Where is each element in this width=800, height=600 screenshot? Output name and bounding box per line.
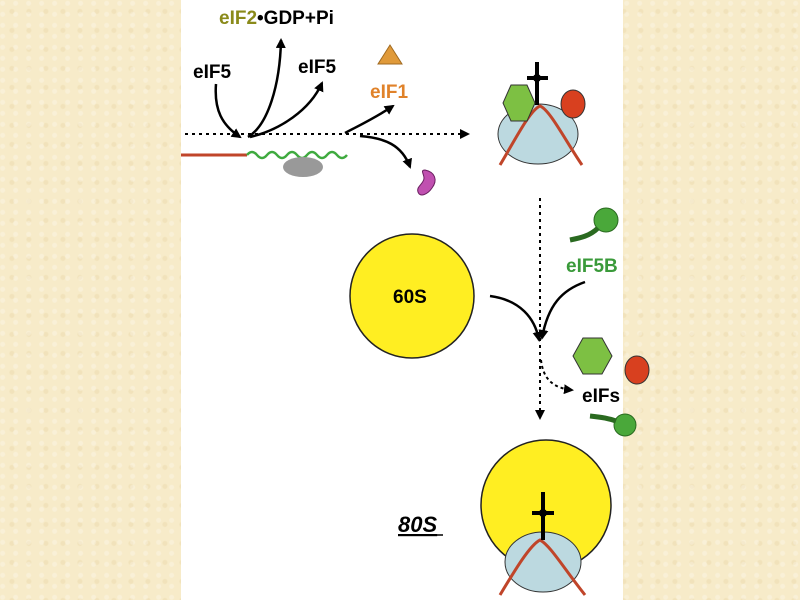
sixty-s-label: 60S	[393, 287, 427, 308]
hexagon-eif2-icon	[502, 84, 536, 122]
preinitiation-complex-top	[497, 62, 586, 166]
eif5b-join-arrow	[538, 280, 586, 340]
green-eif5b-icon	[569, 207, 619, 243]
eighty-s-label: 80S	[398, 512, 437, 537]
eif5-in-arrow	[214, 83, 242, 139]
eifs-release-arrow	[540, 359, 574, 395]
eif5-label-left: eIF5	[193, 62, 231, 83]
sixty-s-subunit	[349, 233, 475, 359]
triangle-eif1-icon	[377, 44, 403, 65]
eif1-out-arrow	[344, 104, 395, 135]
initiator-trna-80s-icon	[532, 492, 554, 540]
svg-text:eIF2•GDP+Pi: eIF2•GDP+Pi	[219, 8, 334, 29]
eif2-out-arrow	[247, 38, 286, 139]
eif1-label: eIF1	[370, 82, 408, 103]
red-oval-icon	[560, 89, 586, 119]
small-subunit-grey	[283, 157, 323, 177]
released-hexagon-icon	[572, 337, 613, 375]
eif5-label-right: eIF5	[298, 57, 336, 78]
eif2-label: eIF2	[219, 8, 257, 29]
eif1a-out-arrow	[359, 134, 412, 169]
eifs-label: eIFs	[582, 386, 620, 407]
sixty-s-join-arrow	[489, 294, 543, 342]
released-red-oval-icon	[624, 355, 650, 385]
eighty-s-ribosome	[480, 439, 612, 596]
gdp-pi-label: •GDP+Pi	[257, 8, 334, 29]
initiator-trna-icon	[527, 62, 548, 105]
purple-eif1a-icon	[417, 169, 436, 196]
eif5-out-arrow	[249, 81, 324, 139]
released-eif5b-icon	[589, 413, 637, 437]
mrna-green-wave	[246, 150, 348, 160]
eif5b-label: eIF5B	[566, 256, 618, 277]
